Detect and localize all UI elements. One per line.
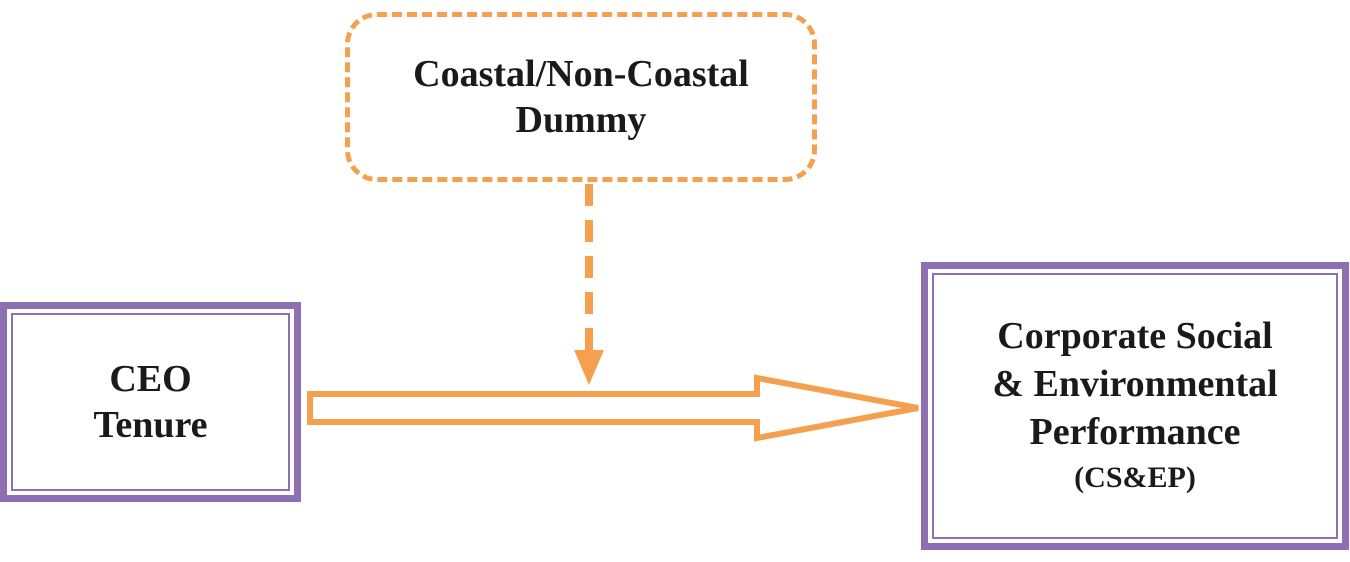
dependent-label-line3: Performance bbox=[1029, 411, 1241, 453]
dependent-label-line2: & Environmental bbox=[992, 363, 1278, 405]
independent-label-line1: CEO bbox=[109, 358, 192, 400]
independent-label-line2: Tenure bbox=[93, 404, 208, 446]
dependent-abbreviation: (CS&EP) bbox=[1074, 461, 1196, 494]
dependent-variable-box: Corporate Social & Environmental Perform… bbox=[921, 262, 1349, 550]
independent-variable-inner: CEO Tenure bbox=[11, 313, 290, 491]
independent-variable-box: CEO Tenure bbox=[0, 302, 301, 502]
moderator-label-line1: Coastal/Non-Coastal bbox=[413, 53, 749, 95]
dependent-label-line1: Corporate Social bbox=[997, 315, 1273, 357]
moderator-label-line2: Dummy bbox=[515, 99, 647, 141]
main-block-arrow bbox=[307, 374, 919, 442]
moderator-arrowhead bbox=[574, 350, 604, 385]
moderator-box: Coastal/Non-Coastal Dummy bbox=[345, 12, 817, 182]
dependent-variable-inner: Corporate Social & Environmental Perform… bbox=[932, 273, 1338, 539]
